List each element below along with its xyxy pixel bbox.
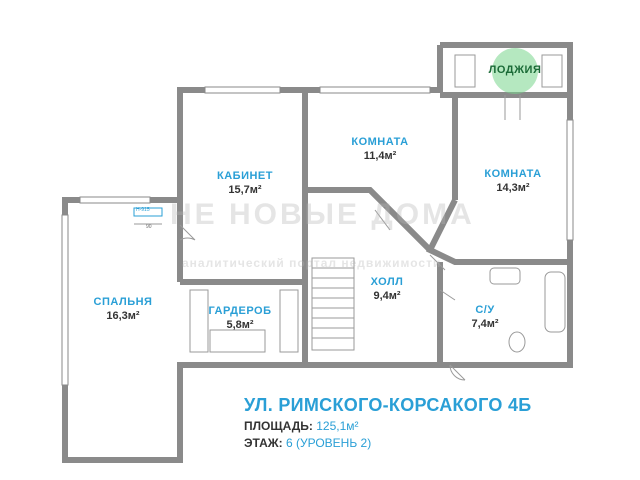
staircase xyxy=(311,257,355,351)
window-bedroom-top xyxy=(79,196,151,204)
room-label-cabinet: КАБИНЕТ 15,7м² xyxy=(205,170,285,198)
room-area: 9,4м² xyxy=(373,289,401,302)
area-line: ПЛОЩАДЬ: 125,1м² xyxy=(244,419,532,433)
wall-room1-hall xyxy=(305,187,433,253)
wardrobe-shelf-right xyxy=(279,289,299,353)
bathtub xyxy=(544,271,566,333)
room-area: 7,4м² xyxy=(471,317,499,330)
tv-label: Н-915 xyxy=(136,207,150,213)
window-cabinet xyxy=(204,86,281,94)
wardrobe-shelf-bottom xyxy=(209,329,266,353)
address: УЛ. РИМСКОГО-КОРСАКОГО 4Б xyxy=(244,395,532,415)
room-area: 15,7м² xyxy=(228,183,262,196)
room-label-hall: ХОЛЛ 9,4м² xyxy=(352,276,422,304)
window-right xyxy=(566,119,574,241)
room-label-room2: КОМНАТА 14,3м² xyxy=(473,168,553,196)
floor-key: ЭТАЖ: xyxy=(244,436,283,450)
door-entrance xyxy=(449,364,466,381)
window-bedroom xyxy=(61,214,69,386)
door-cabinet xyxy=(179,224,196,241)
watermark: НЕ НОВЫЕ ДОМА xyxy=(170,198,475,231)
room-label-room1: КОМНАТА 11,4м² xyxy=(340,136,420,164)
door-room1 xyxy=(374,209,391,231)
room-name: ХОЛЛ xyxy=(370,276,404,288)
floor-line: ЭТАЖ: 6 (УРОВЕНЬ 2) xyxy=(244,436,532,450)
room-area: 14,3м² xyxy=(496,181,530,194)
door-loggia xyxy=(504,95,521,120)
room-name: КОМНАТА xyxy=(351,136,409,148)
room-area: 5,8м² xyxy=(226,318,254,331)
area-key: ПЛОЩАДЬ: xyxy=(244,419,313,433)
room-name: КОМНАТА xyxy=(484,168,542,180)
sink xyxy=(489,267,521,285)
door-bath xyxy=(439,289,456,301)
tv-width-label: 90 xyxy=(146,224,152,230)
property-info: УЛ. РИМСКОГО-КОРСАКОГО 4Б ПЛОЩАДЬ: 125,1… xyxy=(244,395,532,450)
floor-value: 6 (УРОВЕНЬ 2) xyxy=(285,436,372,450)
window-room1 xyxy=(319,86,431,94)
loggia-shelf-left xyxy=(454,54,476,88)
room-name: ЛОДЖИЯ xyxy=(488,64,542,76)
loggia-highlight xyxy=(492,48,538,94)
watermark-subtitle: аналитический портал недвижимости xyxy=(182,256,442,270)
room-area: 11,4м² xyxy=(363,149,397,162)
room-name: С/У xyxy=(475,304,495,316)
wardrobe-shelf-left xyxy=(189,289,209,353)
tv-marker xyxy=(133,207,163,217)
room-label-loggia: ЛОДЖИЯ xyxy=(486,64,544,78)
room-name: КАБИНЕТ xyxy=(217,170,273,182)
loggia-shelf-right xyxy=(541,54,563,88)
toilet xyxy=(508,331,526,353)
wall-room2-bottom xyxy=(425,198,570,265)
room-label-wardrobe: ГАРДЕРОБ 5,8м² xyxy=(200,305,280,333)
room-name: ГАРДЕРОБ xyxy=(208,305,272,317)
area-value: 125,1м² xyxy=(316,419,359,433)
door-room2 xyxy=(429,254,446,271)
room-area: 16,3м² xyxy=(106,309,140,322)
room-name: СПАЛЬНЯ xyxy=(93,296,153,308)
room-label-bathroom: С/У 7,4м² xyxy=(455,304,515,332)
room-label-bedroom: СПАЛЬНЯ 16,3м² xyxy=(78,296,168,324)
